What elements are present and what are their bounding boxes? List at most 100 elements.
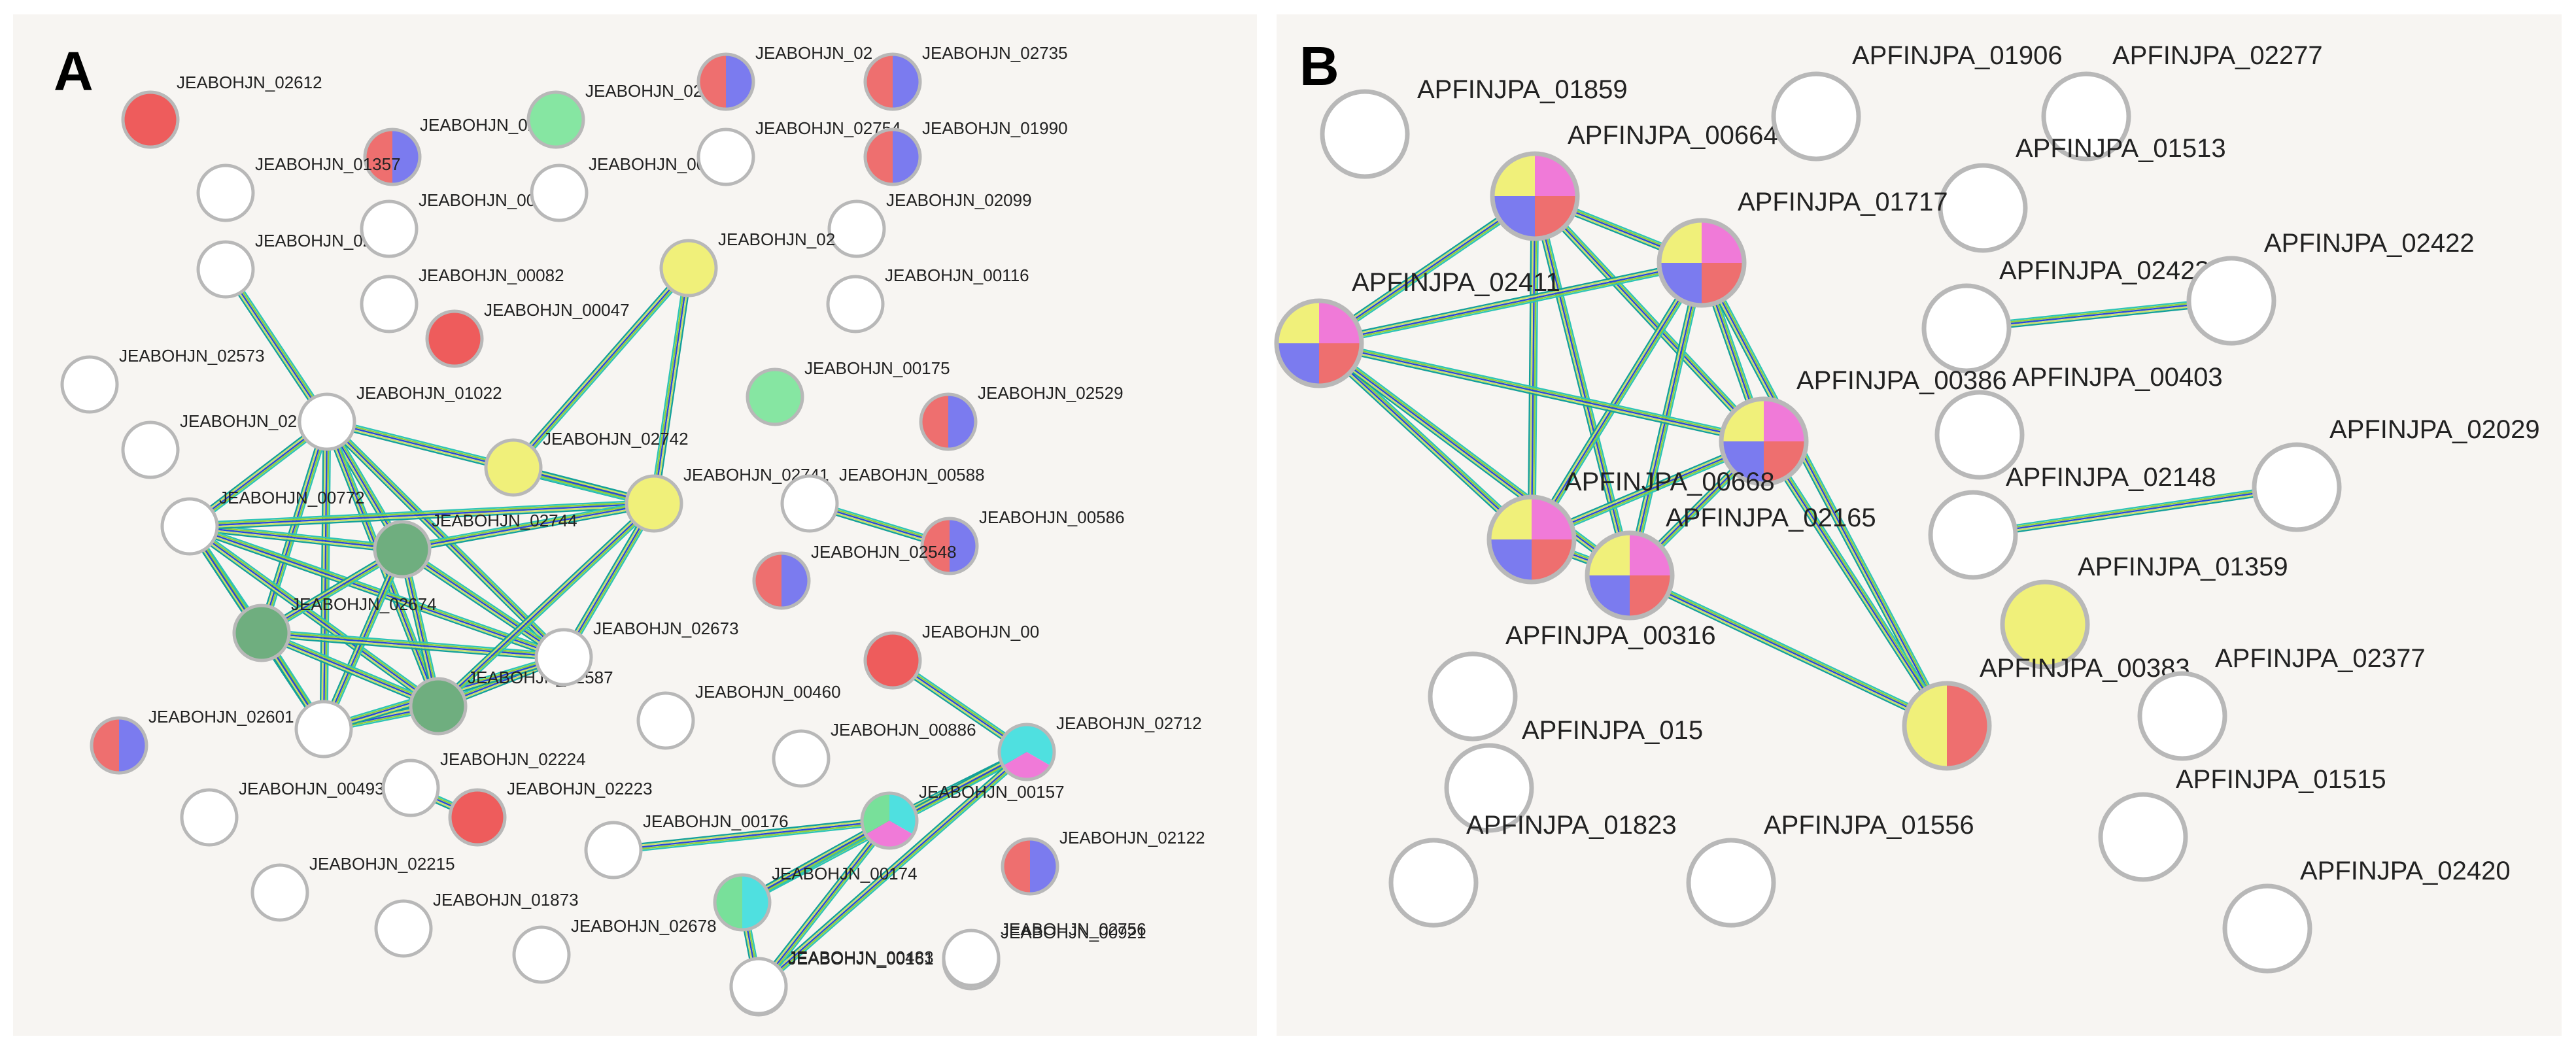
node-n02[interactable]: JEABOHJN_02 <box>363 115 537 186</box>
edge-stripe <box>758 751 1027 988</box>
node-b16[interactable]: APFINJPA_01359 <box>2000 553 2288 670</box>
node-b08[interactable]: APFINJPA_02423 <box>1921 256 2210 373</box>
edge-stripe <box>262 422 330 634</box>
edge-stripe <box>560 501 652 656</box>
node-n22[interactable]: JEABOHJN_00 <box>360 190 536 258</box>
node-b11[interactable]: APFINJPA_00403 <box>1934 363 2223 480</box>
node-b14[interactable]: APFINJPA_02148 <box>1928 463 2216 580</box>
node-n11[interactable]: JEABOHJN_02587 <box>409 668 613 736</box>
node-n08[interactable]: JEABOHJN_00772 <box>160 488 365 556</box>
edge-n08-n09 <box>189 522 403 554</box>
node-n31[interactable]: JEABOHJN_02 <box>659 230 835 298</box>
edge-stripe <box>189 527 402 552</box>
node-n26[interactable]: JEABOHJN_02 <box>696 43 872 111</box>
node-n16[interactable]: JEABOHJN_02224 <box>381 749 586 817</box>
node-n01[interactable]: JEABOHJN_02612 <box>121 73 322 149</box>
edge-stripe <box>262 630 439 706</box>
node-label: APFINJPA_02423 <box>1999 256 2210 285</box>
node-n43[interactable]: JEABOHJN_02712 <box>997 713 1202 781</box>
node-b04[interactable]: APFINJPA_02277 <box>2041 41 2323 162</box>
node-b24[interactable]: APFINJPA_02420 <box>2222 857 2511 974</box>
edge-stripe <box>1532 196 1537 540</box>
node-n51[interactable]: JEABOHJN_00483 <box>729 947 934 1015</box>
node-b02[interactable]: APFINJPA_00664 <box>1490 121 1778 241</box>
edge-n44-n45 <box>613 816 890 855</box>
node-ring <box>772 729 831 788</box>
edge-stripe <box>1536 193 1767 440</box>
node-n49[interactable]: JEABOHJN_02122 <box>1001 828 1205 896</box>
node-b17[interactable]: APFINJPA_00316 <box>1428 621 1716 742</box>
node-n05[interactable]: JEABOHJN_02573 <box>60 346 265 414</box>
node-n14[interactable]: JEABOHJN_02601 <box>90 707 294 775</box>
node-n30[interactable]: JEABOHJN_02099 <box>827 190 1032 258</box>
edge-stripe <box>1630 573 1948 725</box>
node-b21[interactable]: APFINJPA_01515 <box>2098 765 2386 882</box>
node-n23[interactable]: JEABOHJN_00082 <box>360 265 564 333</box>
node-b03[interactable]: APFINJPA_01906 <box>1771 41 2063 162</box>
node-n50[interactable]: JEABOHJN_02756 <box>942 919 1146 987</box>
node-n10[interactable]: JEABOHJN_02674 <box>232 594 437 662</box>
edge-stripe <box>1532 196 1629 576</box>
edge-stripe <box>264 422 332 634</box>
node-b18[interactable]: APFINJPA_00383 <box>1902 654 2190 771</box>
node-n27[interactable]: JEABOHJN_02735 <box>863 43 1068 111</box>
node-n20[interactable]: JEABOHJN_02678 <box>512 916 717 984</box>
node-b05[interactable]: APFINJPA_01513 <box>1938 134 2226 253</box>
node-b01[interactable]: APFINJPA_01859 <box>1320 75 1628 179</box>
node-n39[interactable]: JEABOHJN_02548 <box>752 542 957 610</box>
node-n33[interactable]: JEABOHJN_00175 <box>746 358 950 426</box>
edge-stripe <box>1318 262 1702 345</box>
node-ring <box>121 90 180 149</box>
edge-b13-b18 <box>1628 572 1949 730</box>
node-n29[interactable]: JEABOHJN_01990 <box>863 118 1068 186</box>
node-fill <box>747 369 802 424</box>
node-b22[interactable]: APFINJPA_01823 <box>1388 811 1677 928</box>
node-label: JEABOHJN_02601 <box>148 707 294 726</box>
edge-b06-b07 <box>1318 258 1703 348</box>
node-n42[interactable]: JEABOHJN_00886 <box>772 720 976 788</box>
node-n37[interactable]: JEABOHJN_00588 <box>780 465 985 533</box>
edge-stripe <box>514 268 691 469</box>
node-fill <box>252 865 307 920</box>
node-n09[interactable]: JEABOHJN_02744 <box>373 511 577 579</box>
node-n18[interactable]: JEABOHJN_02215 <box>250 854 455 922</box>
node-n12[interactable] <box>294 700 353 759</box>
node-n44[interactable]: JEABOHJN_00157 <box>860 782 1065 850</box>
node-n17[interactable]: JEABOHJN_02223 <box>448 779 653 847</box>
node-n03[interactable]: JEABOHJN_01357 <box>196 154 401 222</box>
node-n38[interactable]: JEABOHJN_00586 <box>920 507 1125 575</box>
edge-stripe <box>190 522 566 655</box>
node-b19[interactable]: APFINJPA_02377 <box>2137 644 2426 761</box>
node-b20[interactable]: APFINJPA_015 <box>1444 716 1703 833</box>
node-b15[interactable]: APFINJPA_02029 <box>2252 415 2540 532</box>
node-n36[interactable]: JEABOHJN_02529 <box>919 383 1124 451</box>
node-n06[interactable]: JEABOHJN_026 <box>121 411 307 479</box>
edge-stripe <box>1630 572 1949 724</box>
node-label: JEABOHJN_00 <box>922 622 1039 641</box>
node-n21[interactable]: JEABOHJN_02 <box>526 81 702 149</box>
edge-n35-n11 <box>435 500 657 709</box>
node-b12[interactable]: APFINJPA_00668 <box>1486 468 1775 585</box>
node-n24[interactable]: JEABOHJN_00047 <box>425 300 630 368</box>
node-b09[interactable]: APFINJPA_02422 <box>2186 229 2475 346</box>
node-n13[interactable]: JEABOHJN_02673 <box>534 619 739 687</box>
node-n40[interactable]: JEABOHJN_00 <box>863 622 1039 690</box>
node-ring <box>2252 442 2342 532</box>
node-n47[interactable]: JEABOHJN_00174 <box>713 864 918 932</box>
node-n15[interactable]: JEABOHJN_00493 <box>180 779 385 847</box>
node-ring <box>942 929 1001 987</box>
node-n19[interactable]: JEABOHJN_01873 <box>374 890 579 958</box>
node-n34[interactable]: JEABOHJN_02742 <box>484 429 689 497</box>
edge-stripe <box>758 820 890 988</box>
node-ring <box>696 128 755 186</box>
node-b23[interactable]: APFINJPA_01556 <box>1686 811 1974 928</box>
node-n07[interactable]: JEABOHJN_01022 <box>298 383 502 451</box>
node-b10[interactable]: APFINJPA_00386 <box>1719 366 2007 486</box>
node-b06[interactable]: APFINJPA_01717 <box>1657 188 1948 308</box>
node-b07[interactable]: APFINJPA_02411 <box>1274 268 1560 388</box>
node-b13[interactable]: APFINJPA_02165 <box>1585 503 1876 621</box>
node-n32[interactable]: JEABOHJN_00116 <box>826 265 1029 333</box>
node-n41[interactable]: JEABOHJN_00460 <box>636 682 841 750</box>
node-n45[interactable]: JEABOHJN_00176 <box>584 811 789 879</box>
node-wedge <box>1630 533 1672 575</box>
